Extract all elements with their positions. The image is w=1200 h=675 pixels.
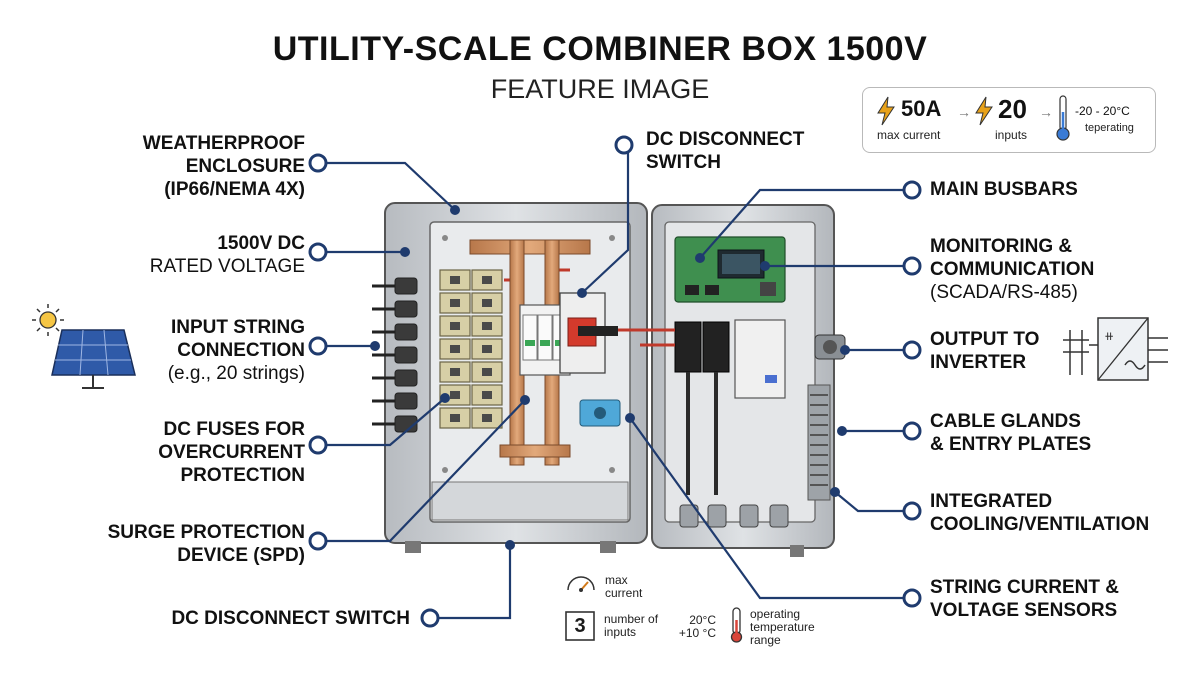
inverter-icon: ⧺ <box>1063 317 1168 381</box>
solar-panel-icon <box>51 329 136 389</box>
callout-lines <box>325 148 905 620</box>
svg-text:⧺: ⧺ <box>1104 329 1114 343</box>
page-subtitle: FEATURE IMAGE <box>490 74 710 104</box>
label-sensors: STRING CURRENT & VOLTAGE SENSORS <box>930 577 1119 621</box>
thermometer-icon <box>1056 95 1070 141</box>
monitoring-pcb <box>674 236 786 303</box>
fuse-holders <box>439 269 503 429</box>
legend-inputs-box <box>565 611 595 641</box>
callout-dots <box>308 135 922 628</box>
max-current-value: 50A <box>901 96 942 121</box>
label-monitoring: MONITORING & COMMUNICATION (SCADA/RS-485… <box>930 236 1095 303</box>
legend-inputs-text: number of inputs <box>604 612 659 639</box>
label-dc-fuses: DC FUSES FOR OVERCURRENT PROTECTION <box>158 419 305 486</box>
temp-range-value: -20 - 20°C <box>1075 104 1130 118</box>
label-rated-voltage: 1500V DC RATED VOLTAGE <box>149 233 305 277</box>
label-output-inverter: OUTPUT TO INVERTER <box>930 329 1040 373</box>
legend-temp-values: 20°C +10 °C <box>678 613 716 640</box>
max-current-caption: max current <box>877 128 941 142</box>
thermometer-icon <box>730 607 743 643</box>
label-input-string: INPUT STRING CONNECTION (e.g., 20 string… <box>167 317 305 384</box>
disconnect-switch <box>559 292 618 374</box>
copper-busbars <box>469 239 591 466</box>
label-cooling: INTEGRATED COOLING/VENTILATION <box>930 491 1150 535</box>
lightning-icon <box>975 96 993 126</box>
label-dc-disconnect-top: DC DISCONNECT SWITCH <box>646 129 805 173</box>
current-sensor <box>579 399 621 427</box>
lightning-icon <box>877 96 895 126</box>
sun-icon <box>32 304 64 336</box>
arrow-icon: → <box>1039 104 1053 120</box>
spec-summary-box: 50A max current → 20 inputs → -20 - 20°C… <box>862 87 1156 153</box>
gauge-icon <box>567 576 595 592</box>
left-cabinet <box>372 202 648 553</box>
ventilation-grille <box>807 384 831 501</box>
legend-inputs-number: 3 <box>574 615 586 637</box>
label-main-busbars: MAIN BUSBARS <box>930 179 1078 200</box>
legend-gauge-text: max current <box>605 573 643 600</box>
label-spd: SURGE PROTECTION DEVICE (SPD) <box>107 522 305 566</box>
inputs-value: 20 <box>998 94 1027 124</box>
right-door <box>640 204 846 557</box>
label-dc-disconnect-bottom: DC DISCONNECT SWITCH <box>171 608 410 629</box>
temp-caption: teperating <box>1085 122 1134 134</box>
label-weatherproof-enclosure: WEATHERPROOF ENCLOSURE (IP66/NEMA 4X) <box>142 133 305 200</box>
page-title: UTILITY-SCALE COMBINER BOX 1500V <box>272 30 928 68</box>
label-cable-glands: CABLE GLANDS & ENTRY PLATES <box>930 411 1092 455</box>
inputs-caption: inputs <box>995 128 1028 142</box>
legend-temp-text: operating temperature range <box>750 607 815 647</box>
arrow-icon: → <box>957 104 971 120</box>
